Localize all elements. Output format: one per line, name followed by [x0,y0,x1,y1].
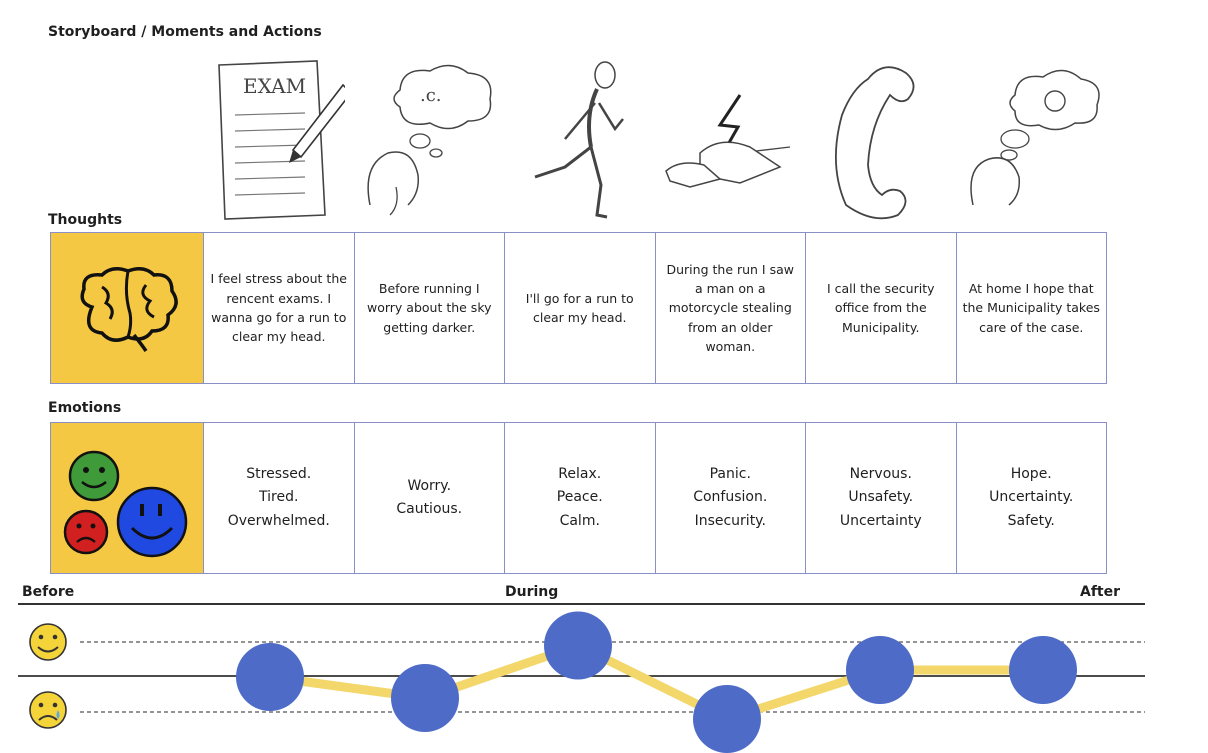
blue-face-icon [116,486,188,558]
journey-point [693,685,761,753]
thoughts-row: I feel stress about the rencent exams. I… [50,232,1107,384]
journey-point [544,611,612,680]
journey-point [236,643,304,711]
during-label: During [505,584,559,600]
thought-cell: I'll go for a run to clear my head. [504,233,655,383]
exam-paper-icon: EXAM [218,60,345,220]
red-face-icon [63,509,109,555]
thought-cell: I feel stress about the rencent exams. I… [203,233,354,383]
thought-cell: I call the security office from the Muni… [805,233,956,383]
emotion-cell: Relax. Peace. Calm. [504,423,655,573]
thought-cell: Before running I worry about the sky get… [353,233,505,383]
happy-face-icon [29,623,67,661]
runner-icon [534,61,624,219]
thought-cell: At home I hope that the Municipality tak… [955,233,1107,383]
emotions-icon-cell [51,423,203,573]
thinking-cloud-icon: .c. [367,64,492,216]
page-title: Storyboard / Moments and Actions [48,24,322,40]
exam-paper-text: EXAM [243,74,306,98]
brain-icon [80,267,178,352]
emotion-cell: Worry. Cautious. [353,423,505,573]
svg-text:.c.: .c. [420,85,442,106]
thoughts-icon-cell [51,233,203,383]
theft-icon [665,94,791,188]
journey-point [846,636,914,704]
emotion-journey-line [18,603,1145,753]
before-label: Before [22,584,75,600]
emotions-label: Emotions [48,400,122,416]
smiley-faces-icon [63,450,188,558]
emotion-cell: Stressed. Tired. Overwhelmed. [203,423,354,573]
green-face-icon [68,450,120,502]
emotion-cell: Hope. Uncertainty. Safety. [955,423,1107,573]
emotion-cell: Nervous. Unsafety. Uncertainty [805,423,956,573]
journey-point [391,664,459,732]
hope-cloud-icon [970,69,1100,206]
journey-point [1009,636,1077,704]
emotion-cell: Panic. Confusion. Insecurity. [654,423,806,573]
phone-handset-icon [835,66,915,220]
after-label: After [1080,584,1121,600]
thought-cell: During the run I saw a man on a motorcyc… [654,233,806,383]
sad-face-icon [29,691,67,729]
thoughts-label: Thoughts [48,212,123,228]
emotions-row: Stressed. Tired. Overwhelmed. Worry. Cau… [50,422,1107,574]
